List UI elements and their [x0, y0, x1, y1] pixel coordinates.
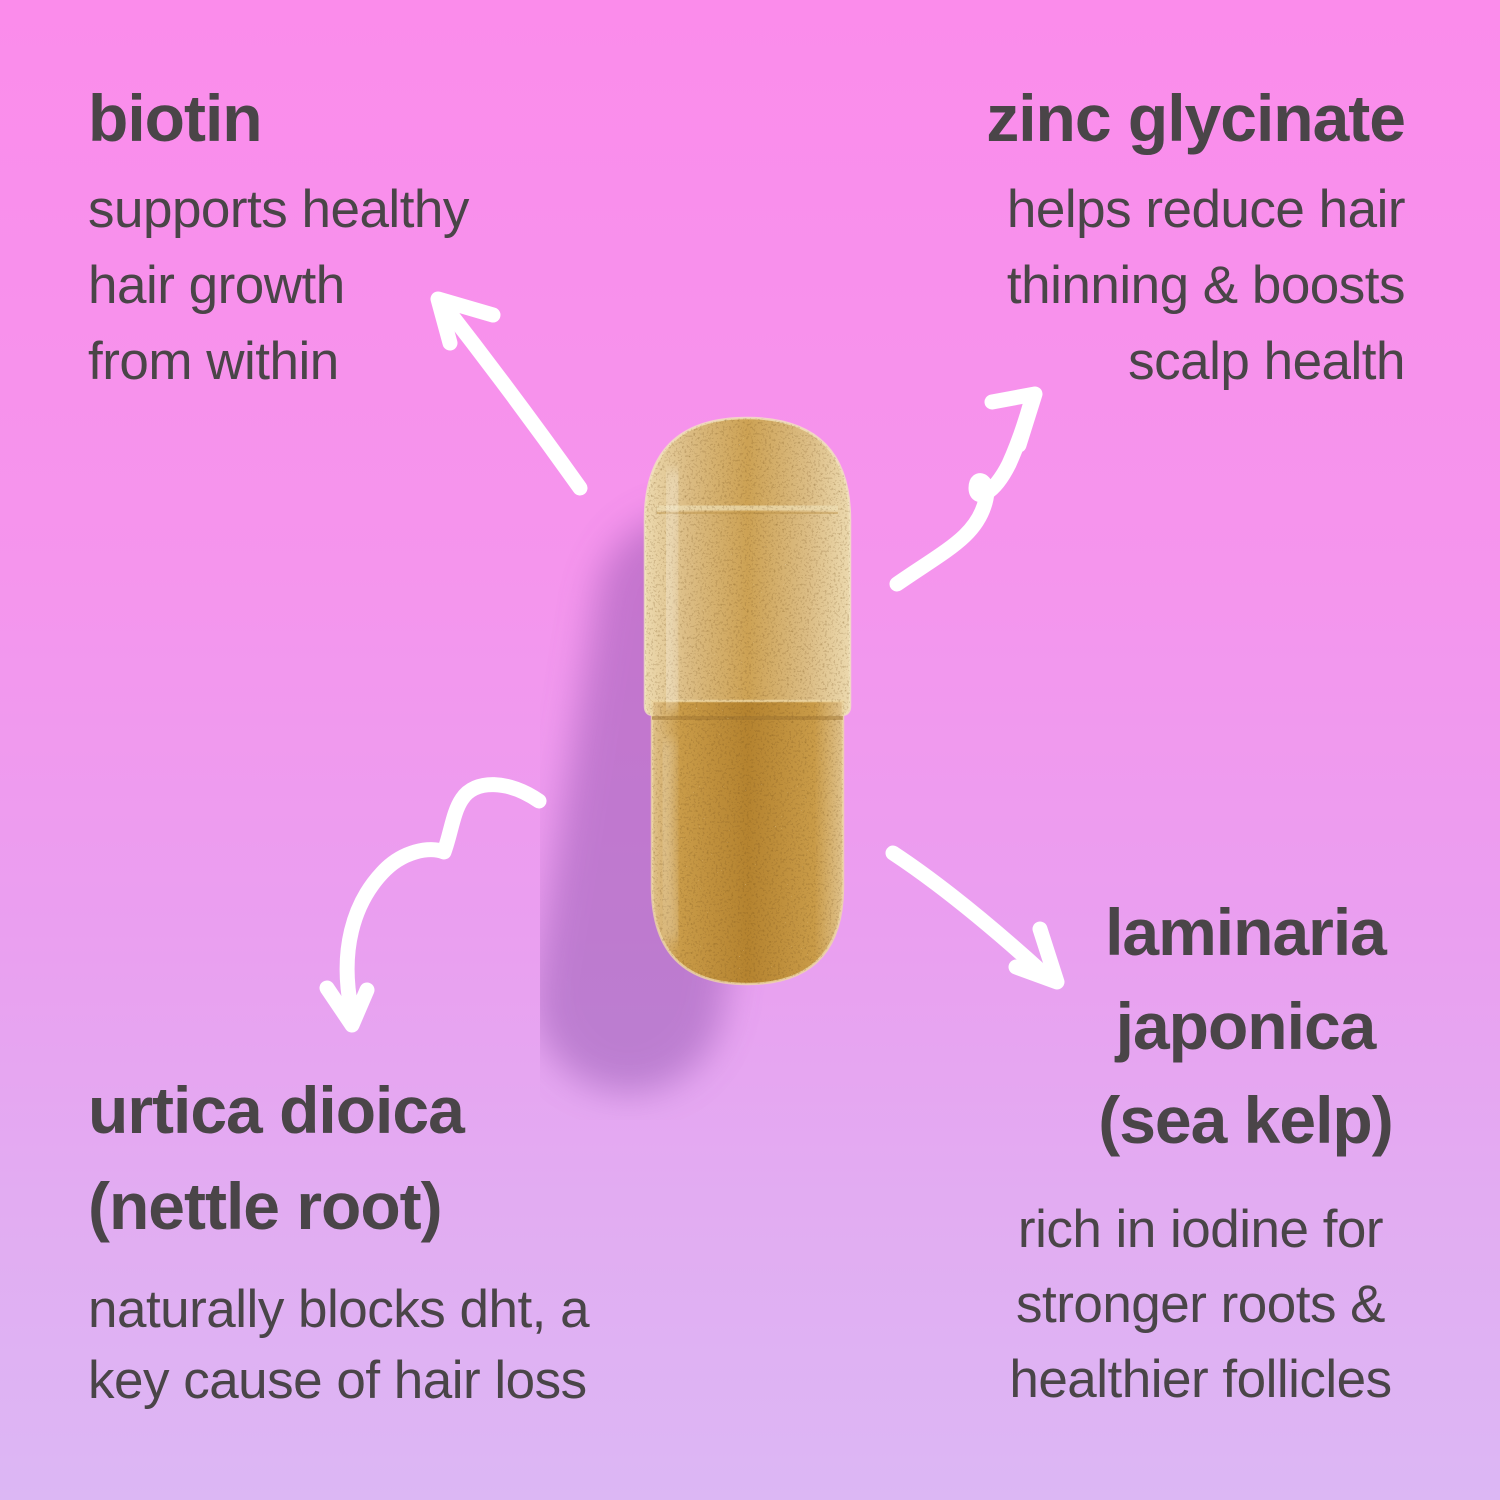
description-line: thinning & boosts [1006, 256, 1406, 315]
title-line: urtica dioica [88, 1073, 465, 1147]
capsule-grain [645, 418, 850, 984]
description-line: supports healthy [88, 180, 469, 239]
arrow-to-kelp-icon [885, 845, 1065, 990]
ingredient-description: naturally blocks dht, a key cause of hai… [88, 1274, 590, 1416]
callout-sea-kelp-title: laminaria japonica (sea kelp) [1008, 885, 1483, 1167]
ingredient-title-biotin: biotin [88, 81, 263, 155]
callout-biotin: biotin supports healthy hair growth from… [88, 78, 469, 400]
arrow-to-nettle-icon [319, 777, 547, 1033]
callout-zinc-glycinate: zinc glycinate helps reduce hair thinnin… [986, 78, 1406, 400]
description-line: naturally blocks dht, a [88, 1280, 590, 1339]
description-line: key cause of hair loss [88, 1351, 587, 1410]
arrow-to-zinc-icon [889, 386, 1043, 592]
ingredient-title-kelp: laminaria japonica (sea kelp) [1008, 885, 1483, 1167]
arrow-to-biotin-icon [430, 291, 588, 496]
description-line: healthier follicles [1009, 1350, 1392, 1409]
callout-sea-kelp-description: rich in iodine for stronger roots & heal… [963, 1192, 1438, 1417]
ingredient-description: rich in iodine for stronger roots & heal… [963, 1192, 1438, 1417]
ingredient-title-nettle: urtica dioica (nettle root) [88, 1062, 589, 1254]
ingredient-description: supports healthy hair growth from within [88, 172, 469, 400]
title-line: (sea kelp) [1098, 1083, 1393, 1157]
title-line: laminaria [1105, 895, 1387, 969]
description-line: hair growth [88, 256, 345, 315]
description-line: rich in iodine for [1017, 1200, 1384, 1259]
description-line: from within [88, 332, 339, 391]
ingredient-title-zinc: zinc glycinate [986, 81, 1406, 155]
title-line: (nettle root) [88, 1169, 443, 1243]
description-line: helps reduce hair [1006, 180, 1406, 239]
capsule-photo [540, 380, 920, 1120]
title-line: japonica [1115, 989, 1377, 1063]
ingredient-description: helps reduce hair thinning & boosts scal… [986, 172, 1406, 400]
description-line: stronger roots & [1015, 1275, 1386, 1334]
callout-nettle-root: urtica dioica (nettle root) naturally bl… [88, 1062, 590, 1416]
description-line: scalp health [1128, 332, 1405, 391]
capsule-illustration [540, 416, 852, 1093]
